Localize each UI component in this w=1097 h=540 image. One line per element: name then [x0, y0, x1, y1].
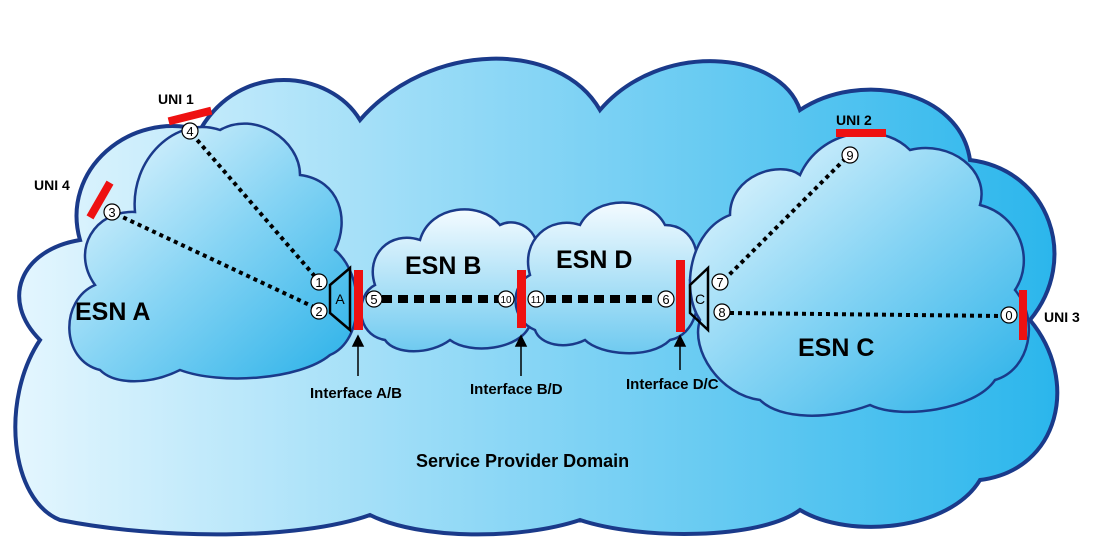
- arrow-dc-head: [673, 334, 687, 347]
- gateway-a-icon: [328, 265, 352, 333]
- interface-bars: [86, 106, 1027, 340]
- svg-text:8: 8: [718, 305, 725, 320]
- evc-paths: [115, 132, 1003, 318]
- interface-bd-label: Interface B/D: [470, 381, 563, 398]
- uni-2-bar: [836, 129, 886, 137]
- esn-a-cloud: [68, 122, 359, 383]
- esn-b-cloud: [359, 208, 553, 353]
- esn-a-label: ESN A: [75, 298, 150, 326]
- node-1: 1: [310, 273, 328, 291]
- svg-text:5: 5: [370, 292, 377, 307]
- node-3: 3: [103, 203, 121, 221]
- node-10: 10: [497, 290, 515, 308]
- uni-2-label: UNI 2: [836, 112, 872, 128]
- domain-label: Service Provider Domain: [416, 451, 629, 471]
- node-7: 7: [711, 273, 729, 291]
- svg-text:4: 4: [186, 124, 193, 139]
- svg-text:2: 2: [315, 304, 322, 319]
- node-0: 0: [1000, 306, 1018, 324]
- svg-text:10: 10: [500, 295, 512, 306]
- interface-dc-label: Interface D/C: [626, 376, 719, 393]
- esn-c-label: ESN C: [798, 334, 874, 362]
- node-11: 11: [527, 290, 545, 308]
- esn-d-label: ESN D: [556, 246, 632, 274]
- esn-c-cloud: [688, 131, 1030, 417]
- svg-text:11: 11: [531, 295, 542, 306]
- svg-text:7: 7: [716, 275, 723, 290]
- interface-arrows: [351, 334, 687, 376]
- uni-1-label: UNI 1: [158, 91, 194, 107]
- node-6: 6: [657, 290, 675, 308]
- gateway-a-label: A: [335, 291, 345, 307]
- interface-dc-bar: [676, 260, 685, 332]
- uni-3-bar: [1019, 290, 1027, 340]
- arrow-bd-head: [514, 334, 528, 347]
- svg-text:3: 3: [108, 205, 115, 220]
- interface-ab-bar: [354, 270, 363, 330]
- esn-b-label: ESN B: [405, 252, 481, 280]
- node-8: 8: [713, 303, 731, 321]
- svg-text:6: 6: [662, 292, 669, 307]
- node-2: 2: [310, 302, 328, 320]
- arrow-ab-head: [351, 334, 365, 347]
- path-8-to-0: [729, 311, 1003, 318]
- node-5: 5: [365, 290, 383, 308]
- interface-bd-bar: [517, 270, 526, 328]
- svg-text:9: 9: [846, 148, 853, 163]
- svg-text:0: 0: [1005, 308, 1012, 323]
- uni-3-label: UNI 3: [1044, 309, 1080, 325]
- uni-1-bar: [167, 106, 213, 126]
- uni-4-label: UNI 4: [34, 177, 70, 193]
- gateway-c-icon: [688, 265, 710, 333]
- interface-ab-label: Interface A/B: [310, 385, 402, 402]
- path-3-to-2: [115, 212, 319, 311]
- svg-text:1: 1: [315, 275, 322, 290]
- node-markers: 0 1 2 3 4 5 6 7 8 9 10 11: [103, 122, 1018, 324]
- gateway-c-label: C: [695, 291, 705, 307]
- node-4: 4: [181, 122, 199, 140]
- path-4-to-1: [190, 132, 320, 282]
- uni-4-bar: [86, 180, 114, 220]
- esn-d-cloud: [514, 201, 699, 355]
- node-9: 9: [841, 146, 859, 164]
